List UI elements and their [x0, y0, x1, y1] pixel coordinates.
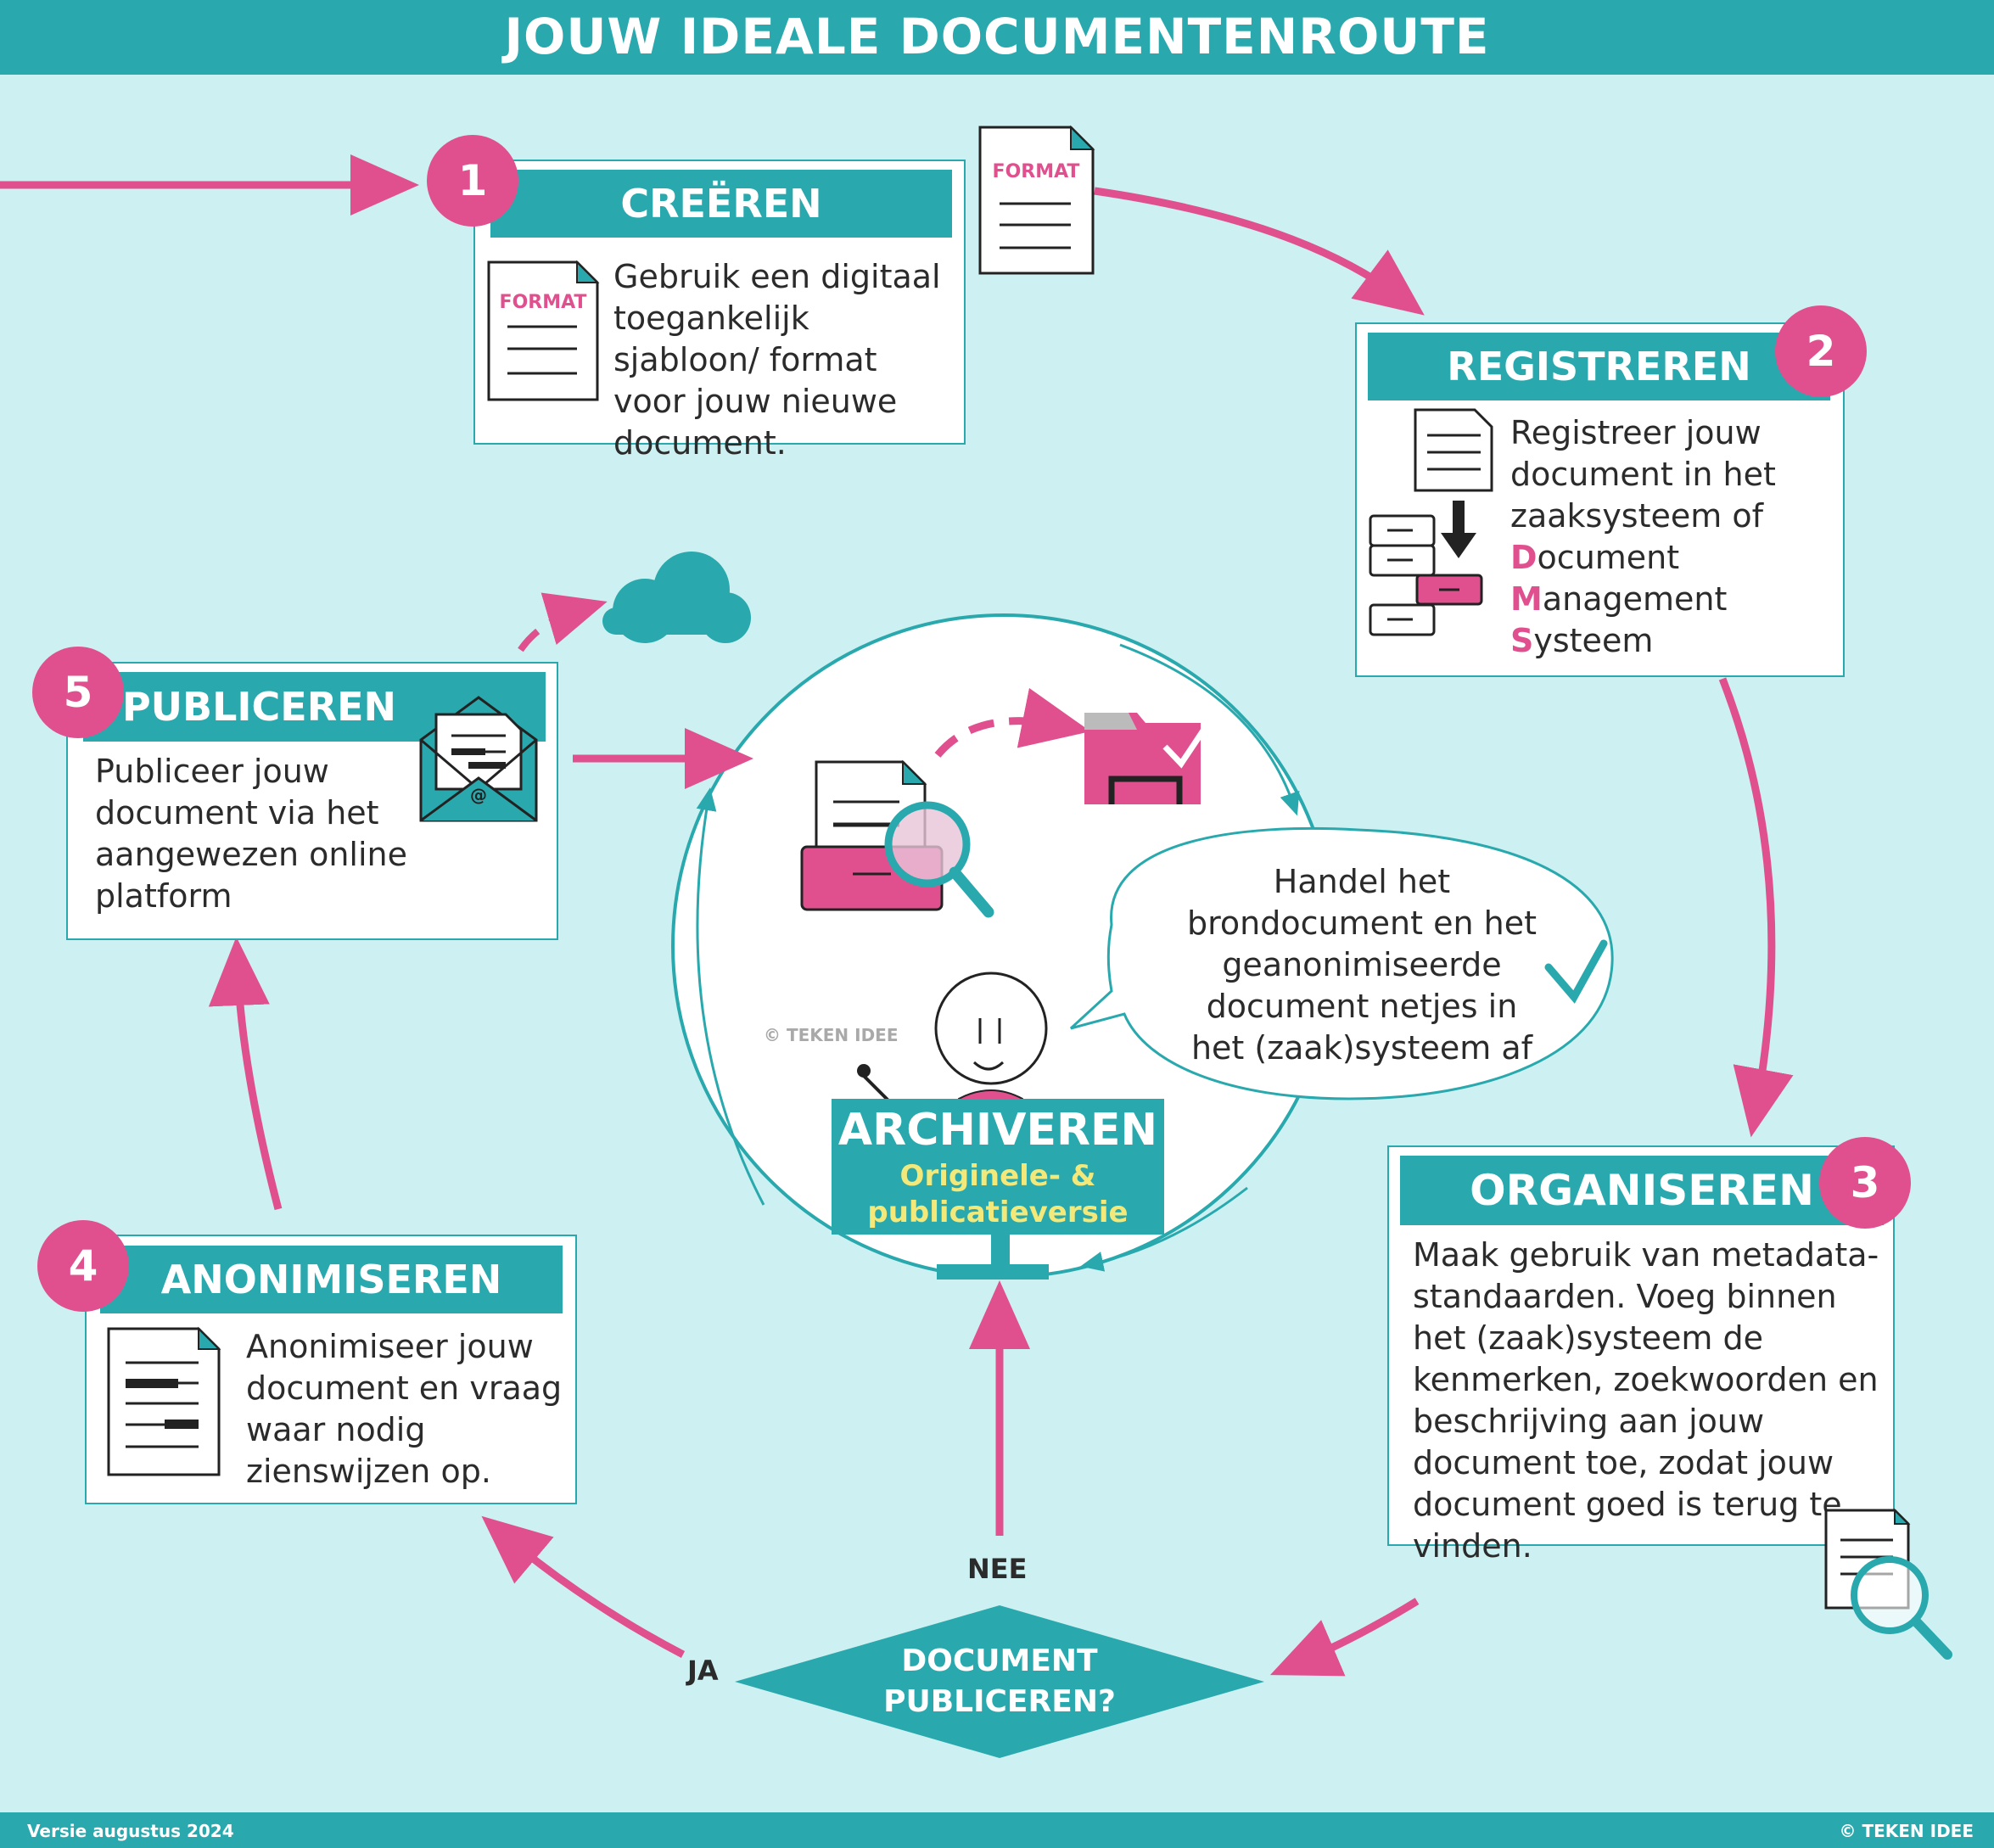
step-1-badge: 1	[427, 135, 518, 227]
step-4-title: ANONIMISEREN	[100, 1246, 563, 1313]
decision-no-label: NEE	[967, 1553, 1028, 1585]
dms-initial: M	[1510, 580, 1543, 618]
archive-watermark: © TEKEN IDEE	[764, 1025, 899, 1045]
step-3-badge: 3	[1819, 1137, 1911, 1229]
archive-title: ARCHIVEREN	[837, 1105, 1158, 1156]
archive-monitor-stand	[991, 1235, 1010, 1268]
arrow-decision-to-4	[481, 1515, 686, 1658]
step-5-text: Publiceer jouw document via het aangewez…	[95, 753, 408, 915]
step-5-badge: 5	[32, 647, 124, 738]
archive-subtitle-2: publicatieversie	[867, 1196, 1129, 1229]
step-4-badge: 4	[37, 1220, 129, 1312]
step-1-icon-label: FORMAT	[499, 292, 587, 313]
dms-line-document: Document	[1510, 537, 1833, 579]
person-figure	[857, 972, 1048, 1112]
step-1-text: Gebruik een digitaal toegankelijk sjablo…	[613, 258, 941, 462]
arrow-archive-to-folder	[934, 687, 1091, 758]
arrow-3-to-decision	[1269, 1598, 1420, 1677]
arrow-4-to-5	[208, 937, 283, 1211]
page-title: JOUW IDEALE DOCUMENTENROUTE	[0, 0, 1994, 75]
document-search-icon	[1824, 1508, 1952, 1660]
decision-diamond	[735, 1605, 1264, 1758]
step-2-text: Registreer jouw document in het zaaksyst…	[1510, 412, 1833, 662]
decision-yes-label: JA	[687, 1655, 719, 1687]
step-2-text-line: Registreer jouw	[1510, 414, 1762, 451]
anonymize-document-icon	[107, 1326, 221, 1476]
step-3-title: ORGANISEREN	[1400, 1156, 1884, 1225]
speech-bubble	[1069, 826, 1614, 1100]
mail-envelope-icon: @	[419, 696, 538, 822]
decision-text-1: DOCUMENT	[901, 1644, 1098, 1678]
step-2-badge: 2	[1775, 305, 1867, 397]
circle-arrow-top-right	[1119, 643, 1300, 816]
step-2-title: REGISTREREN	[1368, 333, 1830, 400]
format-document-icon	[487, 260, 600, 401]
circle-arrow-bottom	[1080, 1186, 1248, 1272]
archive-search-icon	[800, 759, 994, 918]
archive-bubble-text: Handel het brondocument en het geanonimi…	[1187, 863, 1537, 1067]
format-document-icon	[978, 125, 1095, 275]
registration-icon	[1369, 408, 1493, 636]
dms-rest: ysteem	[1533, 622, 1654, 659]
floating-format-label: FORMAT	[992, 161, 1080, 182]
step-3-text: Maak gebruik van metadata-standaarden. V…	[1413, 1236, 1879, 1565]
archive-folder-icon	[1084, 713, 1207, 804]
dms-rest: ocument	[1537, 539, 1680, 576]
archive-panel	[832, 1099, 1164, 1235]
svg-text:@: @	[470, 785, 487, 805]
circle-arrow-left	[696, 787, 765, 1206]
archive-monitor-base	[937, 1264, 1049, 1280]
footer-bar: Versie augustus 2024 © TEKEN IDEE	[0, 1812, 1994, 1848]
arrow-1-to-2	[1094, 187, 1425, 316]
step-2-text-line: document in het	[1510, 456, 1776, 493]
bubble-check-icon	[1544, 939, 1608, 1004]
step-1-title: CREËREN	[490, 170, 952, 238]
cloud-icon	[602, 552, 751, 643]
dms-initial: D	[1510, 539, 1538, 576]
dms-line-systeem: Systeem	[1510, 620, 1833, 662]
footer-credit: © TEKEN IDEE	[1839, 1821, 1974, 1841]
dms-line-management: Management	[1510, 579, 1833, 620]
step-2-text-line: zaaksysteem of	[1510, 497, 1763, 535]
footer-version: Versie augustus 2024	[27, 1821, 234, 1841]
dms-initial: S	[1510, 622, 1534, 659]
step-4-text: Anonimiseer jouw document en vraag waar …	[246, 1328, 563, 1490]
decision-text-2: PUBLICEREN?	[883, 1684, 1116, 1719]
dms-rest: anagement	[1542, 580, 1728, 618]
arrow-2-to-3	[1718, 677, 1794, 1138]
archive-subtitle-1: Originele- &	[899, 1159, 1096, 1193]
